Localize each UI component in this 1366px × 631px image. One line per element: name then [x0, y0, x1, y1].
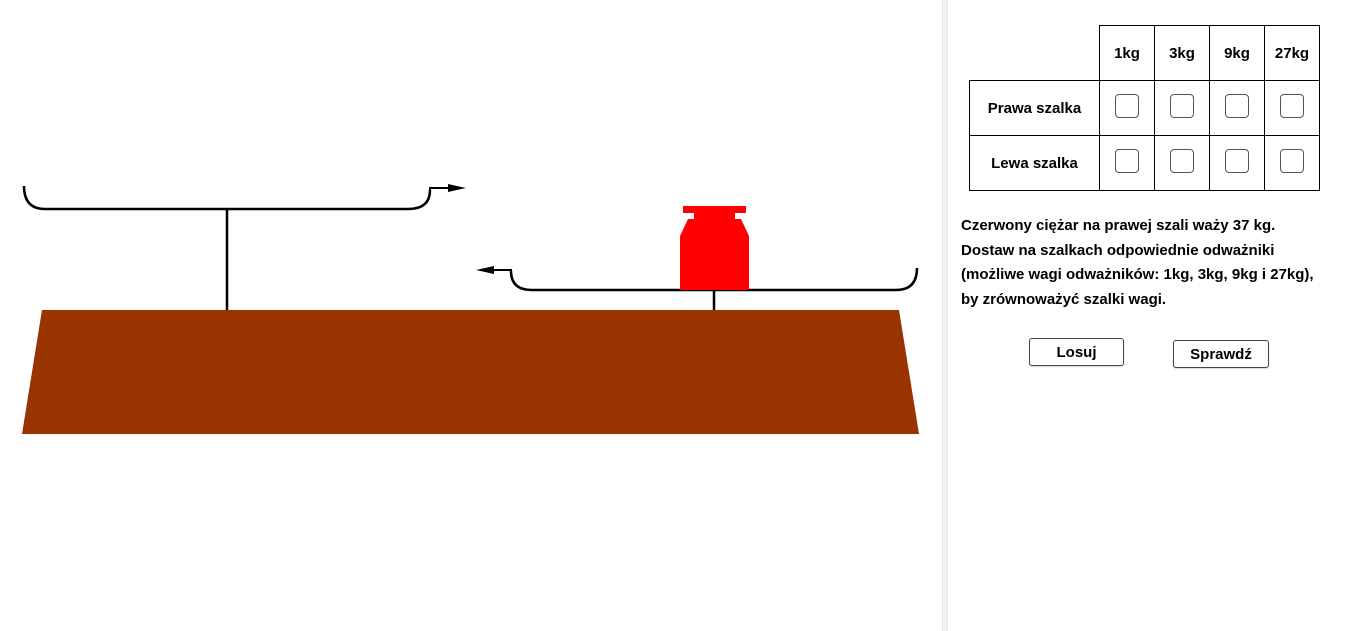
cell-left-27kg	[1264, 135, 1320, 191]
left-pan	[22, 185, 432, 211]
panel-divider[interactable]	[942, 0, 948, 631]
row-label-left-pan: Lewa szalka	[969, 135, 1100, 191]
cell-right-1kg	[1099, 80, 1155, 136]
scale-drawing	[22, 184, 919, 434]
task-line: Czerwony ciężar na prawej szali waży 37 …	[961, 217, 1276, 234]
task-description: Czerwony ciężar na prawej szali waży 37 …	[961, 214, 1356, 312]
right-pan-arrowhead-icon	[476, 266, 494, 274]
right-pan-arrow-icon	[492, 269, 512, 271]
checkbox-left-3kg[interactable]	[1170, 149, 1194, 173]
table-header-row: 1kg 3kg 9kg 27kg	[969, 25, 1320, 81]
column-header-3kg: 3kg	[1154, 25, 1210, 81]
table-corner-cell	[969, 25, 1100, 81]
cell-right-27kg	[1264, 80, 1320, 136]
cell-left-3kg	[1154, 135, 1210, 191]
cell-right-9kg	[1209, 80, 1265, 136]
table-row-left-pan: Lewa szalka	[969, 135, 1320, 191]
task-line: by zrównoważyć szalki wagi.	[961, 290, 1167, 308]
left-pan-arrowhead-icon	[448, 184, 466, 192]
scale-base	[22, 310, 919, 434]
check-button[interactable]: Sprawdź	[1173, 340, 1269, 368]
task-line: Dostaw na szalkach odpowiednie odważniki	[961, 241, 1275, 259]
cell-left-9kg	[1209, 135, 1265, 191]
table-row-right-pan: Prawa szalka	[969, 80, 1320, 136]
checkbox-right-3kg[interactable]	[1170, 94, 1194, 118]
random-button[interactable]: Losuj	[1029, 338, 1124, 366]
checkbox-right-9kg[interactable]	[1225, 94, 1249, 118]
left-pan-arrow-icon	[429, 187, 450, 190]
side-panel: 1kg 3kg 9kg 27kg Prawa szalka Lewa szalk…	[948, 0, 1366, 631]
weights-table: 1kg 3kg 9kg 27kg Prawa szalka Lewa szalk…	[969, 25, 1320, 191]
graphics-view[interactable]	[0, 0, 942, 631]
column-header-27kg: 27kg	[1264, 25, 1320, 81]
checkbox-right-27kg[interactable]	[1280, 94, 1304, 118]
cell-right-3kg	[1154, 80, 1210, 136]
red-weight[interactable]	[680, 206, 749, 290]
checkbox-right-1kg[interactable]	[1115, 94, 1139, 118]
checkbox-left-1kg[interactable]	[1115, 149, 1139, 173]
checkbox-left-9kg[interactable]	[1225, 149, 1249, 173]
task-line: (możliwe wagi odważników: 1kg, 3kg, 9kg …	[961, 266, 1314, 283]
column-header-1kg: 1kg	[1099, 25, 1155, 81]
row-label-right-pan: Prawa szalka	[969, 80, 1100, 136]
checkbox-left-27kg[interactable]	[1280, 149, 1304, 173]
cell-left-1kg	[1099, 135, 1155, 191]
column-header-9kg: 9kg	[1209, 25, 1265, 81]
